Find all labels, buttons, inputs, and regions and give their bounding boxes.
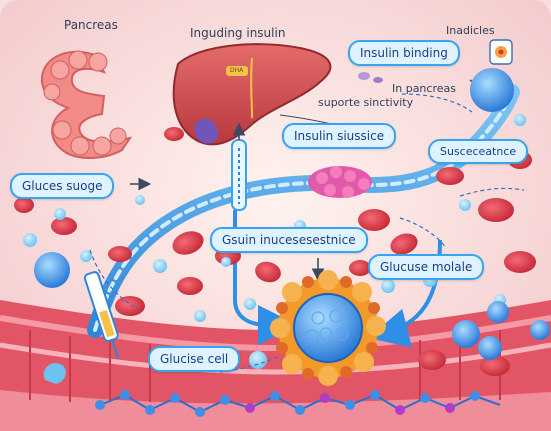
- gluces-suoge-label: Gluces suoge: [10, 173, 115, 199]
- info-badge-icon: [489, 39, 513, 65]
- top-center-title: Inguding insulin: [190, 26, 286, 40]
- molecule-chain: [95, 390, 501, 417]
- glucuse-molale-label: Glucuse molale: [368, 254, 485, 280]
- in-pancreas-label: In pancreas: [392, 82, 456, 95]
- glucise-cell-label: Glucise cell: [148, 346, 241, 372]
- tissue-band: [0, 300, 551, 431]
- pancreas-title: Pancreas: [64, 18, 118, 32]
- connector-lines: [89, 93, 525, 373]
- suscecatnce-label: Susceceatnce: [428, 139, 529, 164]
- insulin-binding-label: Insulin binding: [348, 40, 460, 66]
- lipid-blob-icon: [358, 72, 383, 83]
- blue-cells: [34, 68, 550, 360]
- insulin-siussice-label: Insulin siussice: [282, 123, 397, 149]
- pancreas-illustration: [40, 50, 133, 159]
- top-right-title: Inadicles: [446, 24, 495, 37]
- glucose-cell: [270, 270, 386, 386]
- supporte-sinctivity-label: suporte sinctivity: [318, 96, 414, 109]
- gsuin-inucesesestnice-label: Gsuin inucesesestnice: [210, 227, 368, 253]
- liver-illustration: [172, 43, 332, 146]
- insulin-tube: [231, 122, 247, 211]
- liver-tag-label: DHA: [230, 67, 244, 74]
